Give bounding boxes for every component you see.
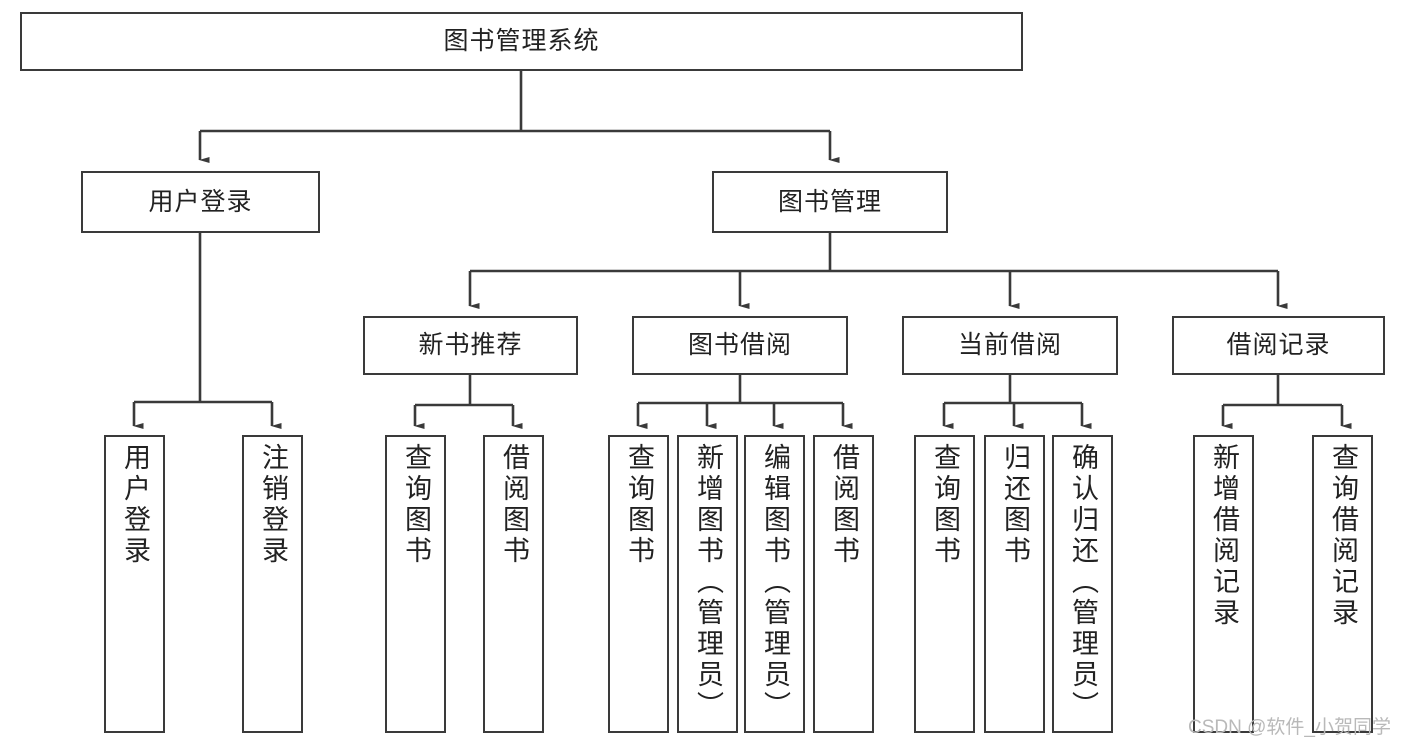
node-label: 查询借阅记录: [1328, 443, 1358, 629]
node-label: 查询图书: [624, 443, 654, 567]
node-label: 用户登录: [148, 187, 253, 216]
node-current-borrow[interactable]: 当前借阅: [902, 316, 1118, 375]
node-leaf-logout-login[interactable]: 注销登录: [242, 435, 303, 733]
node-leaf-add-borrow-record[interactable]: 新增借阅记录: [1193, 435, 1254, 733]
node-root-book-management-system[interactable]: 图书管理系统: [20, 12, 1023, 71]
node-label: 借阅图书: [829, 443, 859, 567]
node-book-borrow[interactable]: 图书借阅: [632, 316, 848, 375]
node-label: 图书管理: [777, 187, 882, 216]
node-label: 用户登录: [120, 443, 150, 567]
node-label: 注销登录: [258, 443, 288, 567]
node-label: 当前借阅: [957, 331, 1062, 360]
node-leaf-borrow-book-recommend[interactable]: 借阅图书: [483, 435, 544, 733]
node-user-login[interactable]: 用户登录: [81, 171, 320, 233]
node-label: 借阅图书: [499, 443, 529, 567]
node-label: 新增图书（管理员）: [693, 443, 723, 722]
node-borrow-record[interactable]: 借阅记录: [1172, 316, 1385, 375]
node-book-manage[interactable]: 图书管理: [712, 171, 948, 233]
node-label: 新增借阅记录: [1209, 443, 1239, 629]
node-leaf-query-borrow-record[interactable]: 查询借阅记录: [1312, 435, 1373, 733]
node-label: 借阅记录: [1226, 331, 1331, 360]
node-leaf-borrow-book[interactable]: 借阅图书: [813, 435, 874, 733]
node-label: 图书借阅: [687, 331, 792, 360]
node-label: 查询图书: [401, 443, 431, 567]
node-label: 编辑图书（管理员）: [760, 443, 790, 722]
node-leaf-edit-book-admin[interactable]: 编辑图书（管理员）: [744, 435, 805, 733]
node-leaf-query-book-recommend[interactable]: 查询图书: [385, 435, 446, 733]
node-label: 归还图书: [1000, 443, 1030, 567]
node-new-book-recommend[interactable]: 新书推荐: [363, 316, 578, 375]
node-leaf-confirm-return-admin[interactable]: 确认归还（管理员）: [1052, 435, 1113, 733]
node-label: 确认归还（管理员）: [1068, 443, 1098, 722]
node-leaf-user-login[interactable]: 用户登录: [104, 435, 165, 733]
watermark: CSDN @软件_小贺同学: [1188, 717, 1391, 738]
node-label: 新书推荐: [418, 331, 523, 360]
node-leaf-add-book-admin[interactable]: 新增图书（管理员）: [677, 435, 738, 733]
node-label: 图书管理系统: [443, 27, 600, 56]
node-leaf-query-book-current[interactable]: 查询图书: [914, 435, 975, 733]
node-leaf-query-book-borrow[interactable]: 查询图书: [608, 435, 669, 733]
node-leaf-return-book[interactable]: 归还图书: [984, 435, 1045, 733]
node-label: 查询图书: [930, 443, 960, 567]
